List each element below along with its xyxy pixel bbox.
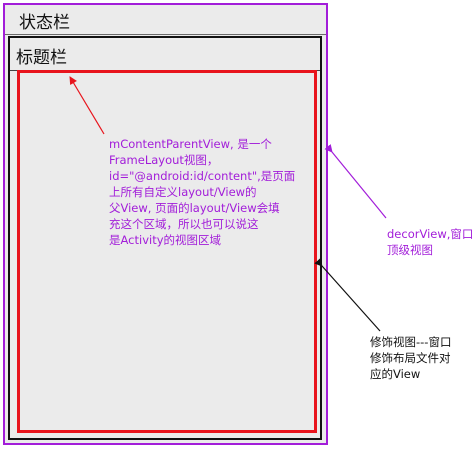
decor-annotation-line: 顶级视图 (387, 243, 433, 257)
content-annotation-line: 父View, 页面的layout/View会填 (109, 201, 280, 215)
decorated-view-frame (8, 36, 322, 440)
content-annotation-line: FrameLayout视图， (109, 153, 219, 167)
decorated-annotation-line: 修饰布局文件对 (370, 351, 451, 365)
decorated-annotation-line: 修饰视图---窗口 (370, 335, 452, 349)
decor-arrow (324, 144, 387, 219)
content-annotation-line: 充这个区域，所以也可以说这 (109, 217, 259, 231)
content-annotation: mContentParentView, 是一个 FrameLayout视图， i… (109, 136, 309, 248)
status-bar: 状态栏 (5, 5, 326, 35)
content-arrow (69, 76, 105, 135)
decorated-arrow (314, 258, 381, 332)
decorated-annotation-line: 应的View (370, 367, 421, 381)
content-annotation-line: 是Activity的视图区域 (109, 233, 222, 247)
decor-view-frame (3, 3, 328, 445)
decorated-annotation: 修饰视图---窗口 修饰布局文件对 应的View (370, 334, 451, 382)
decor-annotation: decorView,窗口 顶级视图 (387, 226, 473, 258)
title-bar-label: 标题栏 (16, 48, 67, 68)
content-annotation-line: id="@android:id/content",是页面 (109, 169, 296, 183)
content-annotation-line: 上所有自定义layout/View的 (109, 185, 257, 199)
content-annotation-line: mContentParentView, 是一个 (109, 137, 272, 151)
decor-annotation-line: decorView,窗口 (387, 227, 474, 241)
content-parent-view-frame (17, 70, 317, 433)
status-bar-label: 状态栏 (19, 13, 70, 33)
